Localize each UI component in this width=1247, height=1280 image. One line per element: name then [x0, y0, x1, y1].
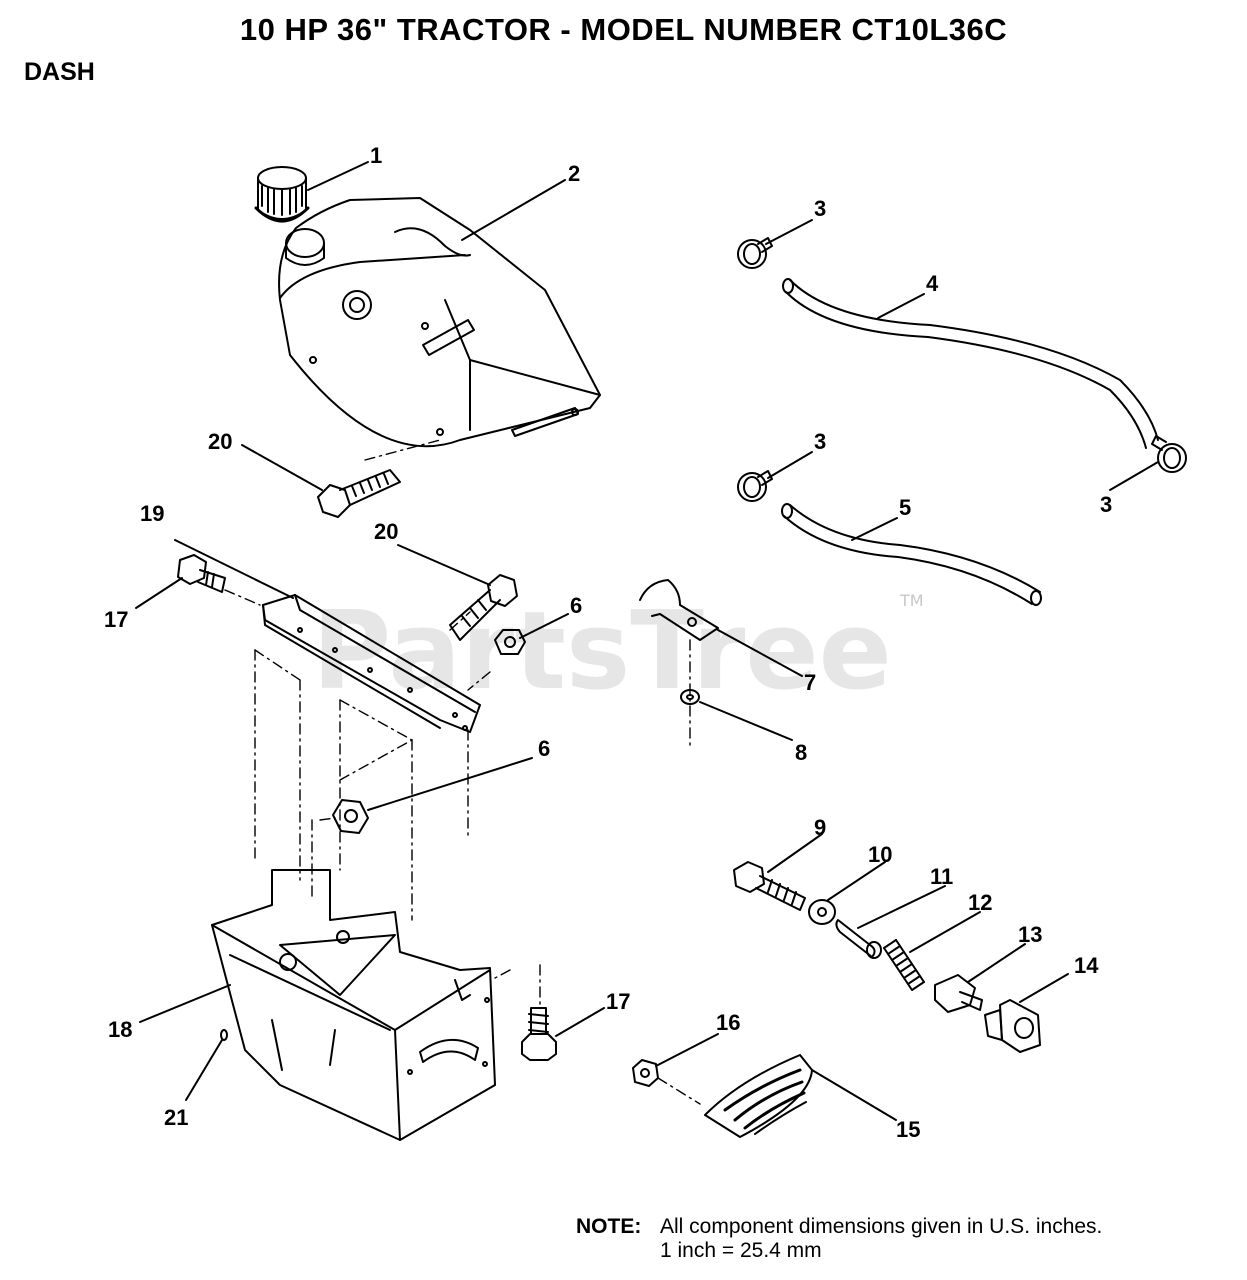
spacer-part-11 [835, 919, 882, 959]
lift-plate-part-15 [704, 1054, 813, 1138]
callout-10: 10 [868, 842, 892, 867]
callout-15: 15 [896, 1117, 920, 1142]
hose-clamp-part-c [1151, 435, 1187, 473]
bolt-part-17a [177, 554, 226, 593]
callout-1: 1 [370, 143, 382, 168]
callout-17b: 17 [606, 989, 630, 1014]
callout-18: 18 [108, 1017, 132, 1042]
fuel-cap-part [254, 166, 310, 223]
nut-part-6b [332, 799, 369, 834]
bolt-part-20a [317, 469, 401, 518]
leader-lines [135, 161, 1159, 1121]
watermark-text: PartsTree [312, 589, 892, 714]
bolt-part-20b [449, 574, 518, 641]
callout-labels: 1 2 3 4 20 3 3 5 19 20 6 17 7 6 8 9 10 1… [104, 143, 1112, 1142]
callout-3c: 3 [1100, 492, 1112, 517]
washer-part-10 [808, 899, 836, 925]
dash-panel-part [211, 869, 496, 1141]
hose-clamp-part-a [737, 237, 773, 269]
fuel-line-part-4 [782, 278, 1159, 449]
note-line-1: NOTE: All component dimensions given in U… [576, 1215, 1102, 1239]
assembly-lines [224, 439, 701, 1105]
callout-19: 19 [140, 501, 164, 526]
dimension-note: NOTE: All component dimensions given in U… [576, 1215, 1102, 1263]
callout-17a: 17 [104, 607, 128, 632]
callout-4: 4 [926, 271, 939, 296]
fuel-line-part-5 [781, 503, 1042, 606]
callout-6b: 6 [538, 736, 550, 761]
knob-part-14 [984, 999, 1041, 1053]
callout-16: 16 [716, 1010, 740, 1035]
note-text-1: All component dimensions given in U.S. i… [660, 1215, 1103, 1238]
bolt-part-9 [733, 861, 806, 911]
callout-8: 8 [795, 740, 807, 765]
callout-3a: 3 [814, 196, 826, 221]
nut-part-16 [632, 1059, 659, 1087]
callout-13: 13 [1018, 922, 1042, 947]
section-title: DASH [24, 58, 95, 86]
callout-6a: 6 [570, 593, 582, 618]
callout-12: 12 [968, 890, 992, 915]
callout-11: 11 [930, 864, 953, 889]
pin-part-21 [220, 1029, 228, 1041]
note-label: NOTE: [576, 1215, 642, 1238]
spring-part-12 [883, 939, 925, 991]
clip-part-7 [639, 579, 719, 641]
hose-clamp-part-b [737, 470, 773, 502]
callout-3b: 3 [814, 429, 826, 454]
bushing-part-13 [934, 974, 983, 1013]
note-text-2: 1 inch = 25.4 mm [660, 1239, 822, 1262]
callout-20b: 20 [374, 519, 398, 544]
bolt-part-17b [521, 1007, 557, 1061]
callout-21: 21 [164, 1105, 188, 1130]
callout-7: 7 [804, 670, 816, 695]
callout-2: 2 [568, 161, 580, 186]
nut-part-6a [494, 629, 526, 655]
fuel-tank-part [278, 197, 601, 448]
callout-9: 9 [814, 815, 826, 840]
callout-5: 5 [899, 495, 911, 520]
watermark-tm: TM [899, 591, 924, 610]
callout-14: 14 [1074, 953, 1099, 978]
dash-bracket-part [262, 594, 481, 733]
callout-20a: 20 [208, 429, 232, 454]
page-title: 10 HP 36" TRACTOR - MODEL NUMBER CT10L36… [239, 12, 1008, 47]
